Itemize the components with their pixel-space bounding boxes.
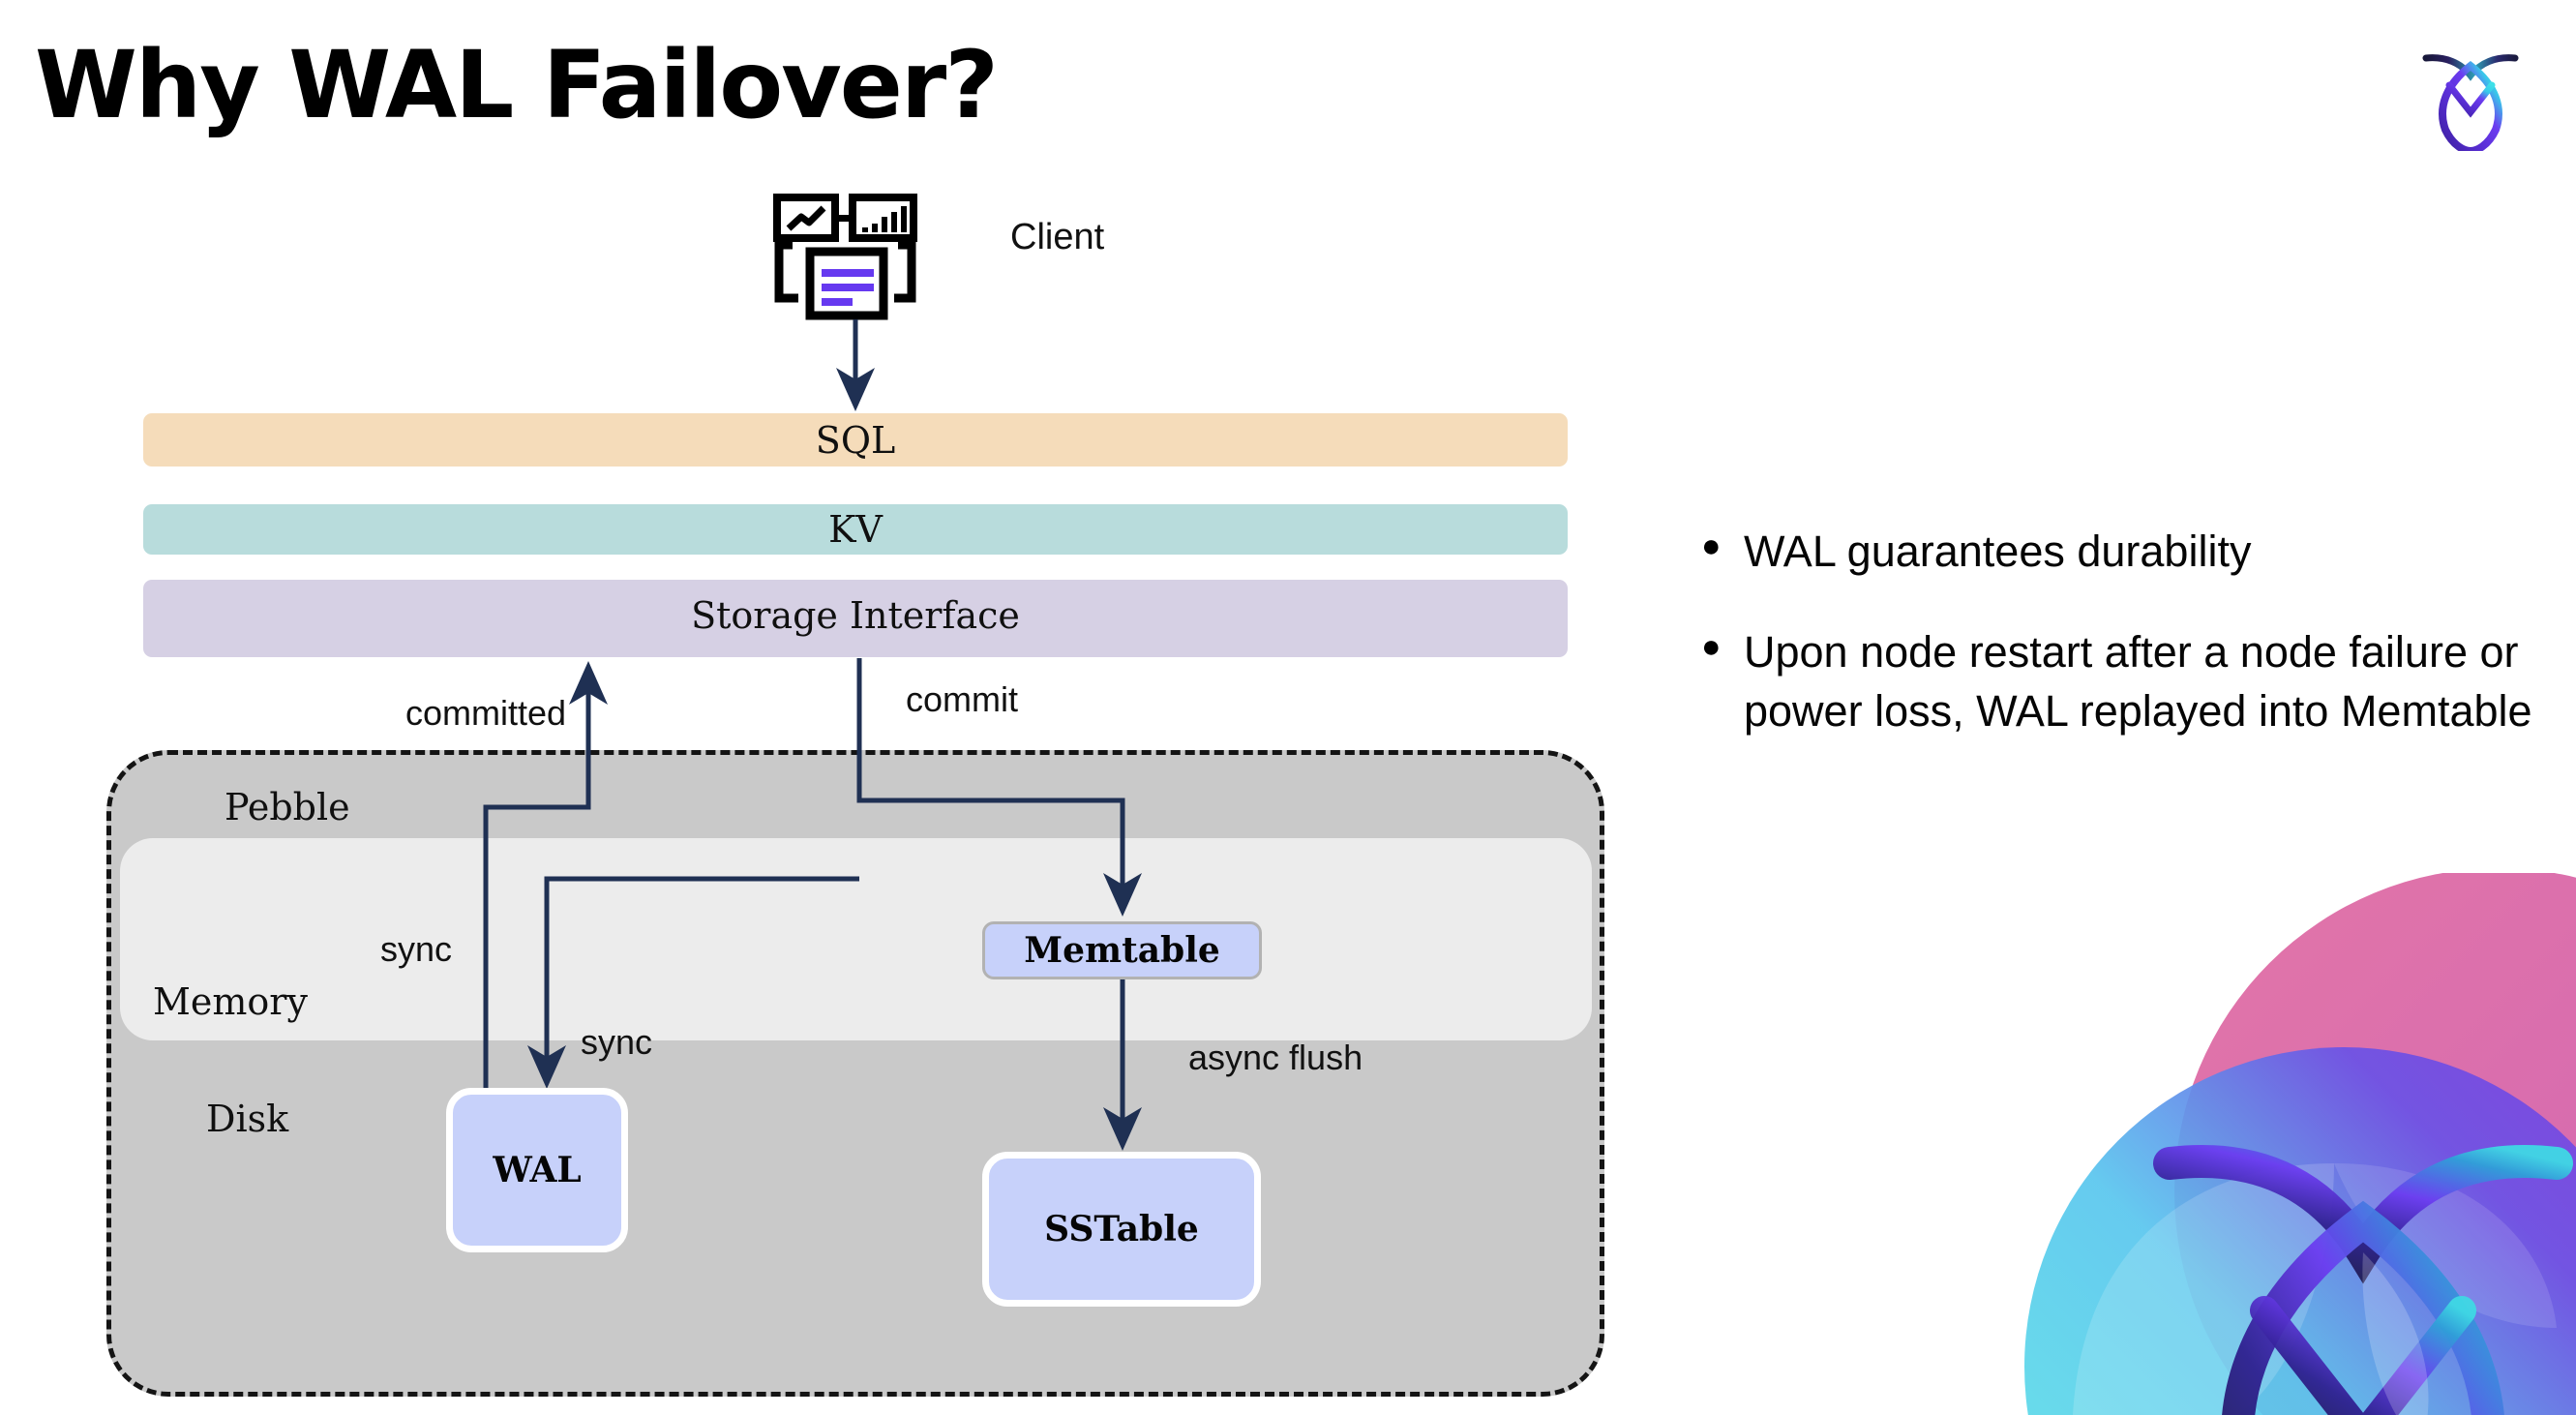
layer-bar-kv: KV: [143, 504, 1568, 555]
edge-label-commit: commit: [906, 679, 1018, 719]
edge-label-async-flush: async flush: [1188, 1038, 1363, 1077]
memory-region: [120, 838, 1592, 1040]
client-label: Client: [1010, 217, 1105, 257]
edge-label-sync-b: sync: [581, 1022, 653, 1062]
bullet-marker-icon: ●: [1701, 527, 1722, 564]
edge-label-sync-a: sync: [380, 929, 453, 969]
list-item: ● Upon node restart after a node failure…: [1701, 623, 2533, 740]
page-title: Why WAL Failover?: [35, 31, 999, 139]
layer-bar-storage-interface: Storage Interface: [143, 580, 1568, 657]
edge-label-committed: committed: [405, 693, 567, 733]
layer-bar-sql: SQL: [143, 413, 1568, 467]
box-wal: WAL: [446, 1088, 628, 1252]
layer-label-storage-interface: Storage Interface: [691, 594, 1020, 637]
list-item: ● WAL guarantees durability: [1701, 523, 2533, 581]
disk-label: Disk: [206, 1098, 289, 1140]
bullet-list: ● WAL guarantees durability ● Upon node …: [1701, 523, 2533, 783]
pebble-label: Pebble: [225, 786, 350, 828]
box-label-sstable: SSTable: [1044, 1209, 1199, 1249]
box-label-wal: WAL: [493, 1150, 582, 1190]
cockroachdb-logo: [2422, 54, 2519, 151]
memory-label: Memory: [153, 980, 308, 1023]
box-label-memtable: Memtable: [1024, 930, 1220, 971]
bullet-marker-icon: ●: [1701, 628, 1722, 666]
bullet-text: WAL guarantees durability: [1744, 527, 2252, 576]
decorative-brand-artwork: [2024, 873, 2576, 1415]
bullet-text: Upon node restart after a node failure o…: [1744, 627, 2532, 736]
layer-label-kv: KV: [828, 508, 883, 551]
layer-label-sql: SQL: [815, 418, 896, 462]
client-dashboard-icon: [773, 194, 917, 320]
box-sstable: SSTable: [982, 1152, 1261, 1307]
box-memtable: Memtable: [982, 921, 1262, 979]
